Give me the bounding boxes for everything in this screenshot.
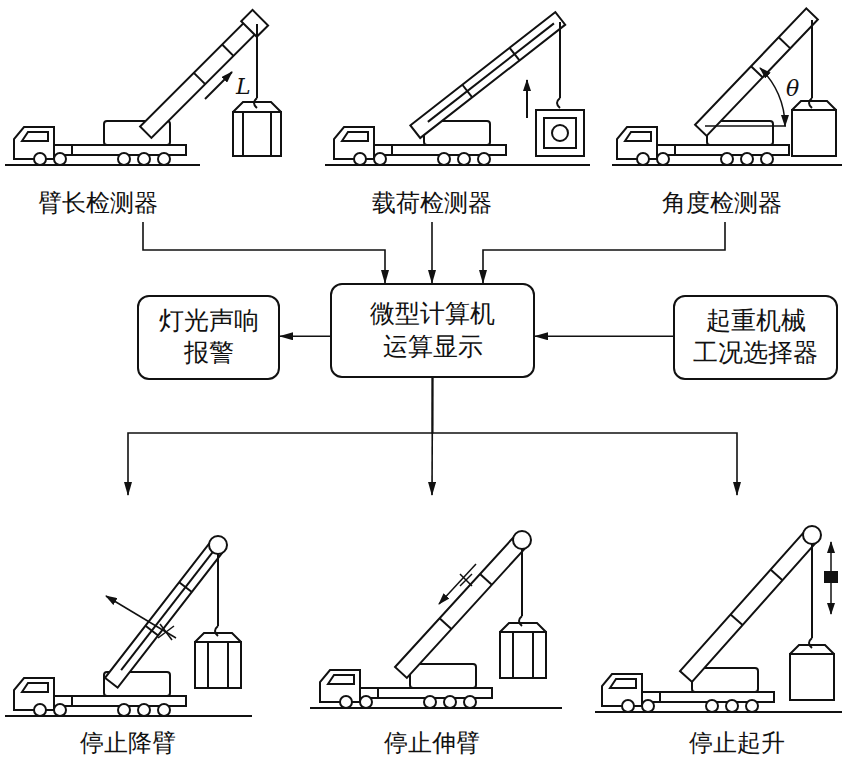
crane-stop-hoisting-part-part xyxy=(771,570,783,581)
node-text: 停止伸臂 xyxy=(328,729,536,758)
crane-stop-hoisting-part-part xyxy=(731,614,743,625)
crane-stop-extending-part xyxy=(519,616,522,626)
crane-stop-lowering-part xyxy=(227,642,229,688)
crane-angle-part xyxy=(792,110,836,156)
crane-stop-hoisting xyxy=(595,526,842,712)
crane-stop-hoisting-part xyxy=(790,654,834,700)
crane-angle-part xyxy=(809,98,812,108)
crane-stop-lowering-part xyxy=(158,626,174,638)
node-text: 灯光声响 报警 xyxy=(159,305,259,370)
crane-arm-length-part xyxy=(242,112,244,156)
angle-symbol: θ xyxy=(786,78,799,100)
crane-stop-lowering xyxy=(5,536,252,716)
crane-stop-lowering-part xyxy=(215,626,218,636)
signal-arrow xyxy=(431,222,433,283)
crane-stop-lowering-part xyxy=(106,596,176,638)
crane-angle-part-part xyxy=(779,37,791,48)
crane-stop-extending-part xyxy=(521,549,523,616)
computer-box: 微型计算机 运算显示 xyxy=(330,283,535,378)
signal-arrow xyxy=(433,378,738,495)
crane-stop-hoisting-part xyxy=(825,572,837,582)
crane-arm-length-part-part xyxy=(194,73,205,84)
crane-load-part xyxy=(544,118,576,148)
crane-stop-lowering-part xyxy=(209,536,227,554)
crane-load-part-part xyxy=(428,23,554,122)
crane-stop-hoisting-part xyxy=(790,645,834,654)
crane-angle-part xyxy=(792,101,836,110)
crane-arm-length-part xyxy=(205,72,232,99)
crane-load xyxy=(325,12,590,165)
signal-arrow xyxy=(483,222,725,283)
crane-angle xyxy=(612,8,842,165)
detector-label: 臂长检测器 xyxy=(0,0,199,222)
action-label: 停止伸臂 xyxy=(328,495,536,762)
crane-stop-extending-part xyxy=(460,574,472,586)
crane-stop-extending-part xyxy=(513,531,531,549)
crane-arm-length-part-part xyxy=(241,10,268,37)
crane-stop-lowering-part xyxy=(195,642,241,688)
crane-angle-part xyxy=(760,68,785,126)
node-text: 臂长检测器 xyxy=(0,189,199,218)
crane-arm-length-part xyxy=(233,102,281,112)
crane-stop-extending-part-part xyxy=(480,574,492,585)
alarm-box: 灯光声响 报警 xyxy=(137,295,280,380)
action-label: 停止降臂 xyxy=(24,495,232,762)
node-text: 停止降臂 xyxy=(24,729,232,758)
crane-load-part xyxy=(325,164,590,166)
crane-stop-extending-part xyxy=(532,632,534,678)
crane-stop-hoisting-part xyxy=(803,526,821,544)
crane-stop-extending xyxy=(310,531,562,708)
crane-load-part xyxy=(559,22,561,98)
crane-arm-length-part-part xyxy=(222,45,233,56)
signal-arrow xyxy=(128,378,433,495)
crane-stop-lowering-part xyxy=(14,672,186,716)
crane-arm-length-part xyxy=(256,24,258,98)
crane-stop-extending-part xyxy=(500,623,546,632)
node-text: 起重机械 工况选择器 xyxy=(693,305,818,370)
crane-arm-length-part xyxy=(270,112,272,156)
detector-label: 载荷检测器 xyxy=(328,0,536,222)
crane-stop-lowering-part xyxy=(217,554,219,626)
crane-angle-part xyxy=(811,20,813,98)
node-text: 载荷检测器 xyxy=(328,189,536,218)
crane-stop-hoisting-part xyxy=(830,580,832,614)
dimension-symbol: L xyxy=(236,76,251,98)
crane-arm-length-part xyxy=(5,164,200,166)
crane-stop-hoisting-part xyxy=(830,542,832,576)
signal-arrow xyxy=(143,222,385,283)
crane-stop-extending-part xyxy=(460,574,472,586)
crane-stop-lowering-part xyxy=(207,642,209,688)
crane-stop-extending-part xyxy=(439,564,476,604)
action-label: 停止起升 xyxy=(633,495,841,762)
crane-stop-extending-part xyxy=(500,632,546,678)
crane-arm-length xyxy=(5,10,281,165)
crane-stop-extending-part xyxy=(512,632,514,678)
crane-load-part xyxy=(536,110,584,156)
crane-arm-length-part xyxy=(233,112,281,156)
crane-stop-hoisting-part xyxy=(811,544,813,638)
node-text: 角度检测器 xyxy=(618,189,826,218)
node-text: 微型计算机 运算显示 xyxy=(370,298,495,363)
signal-arrow xyxy=(280,335,330,337)
crane-load-part xyxy=(526,80,528,118)
crane-stop-lowering-part xyxy=(195,633,241,642)
crane-load-part xyxy=(557,98,560,108)
selector-box: 起重机械 工况选择器 xyxy=(673,295,838,380)
crane-load-part xyxy=(552,125,568,141)
crane-stop-extending-part-part xyxy=(440,618,452,629)
signal-arrow xyxy=(535,335,673,337)
node-text: 停止起升 xyxy=(633,729,841,758)
crane-angle-part xyxy=(705,125,786,127)
detector-label: 角度检测器 xyxy=(618,0,826,222)
crane-stop-hoisting-part xyxy=(809,638,812,648)
